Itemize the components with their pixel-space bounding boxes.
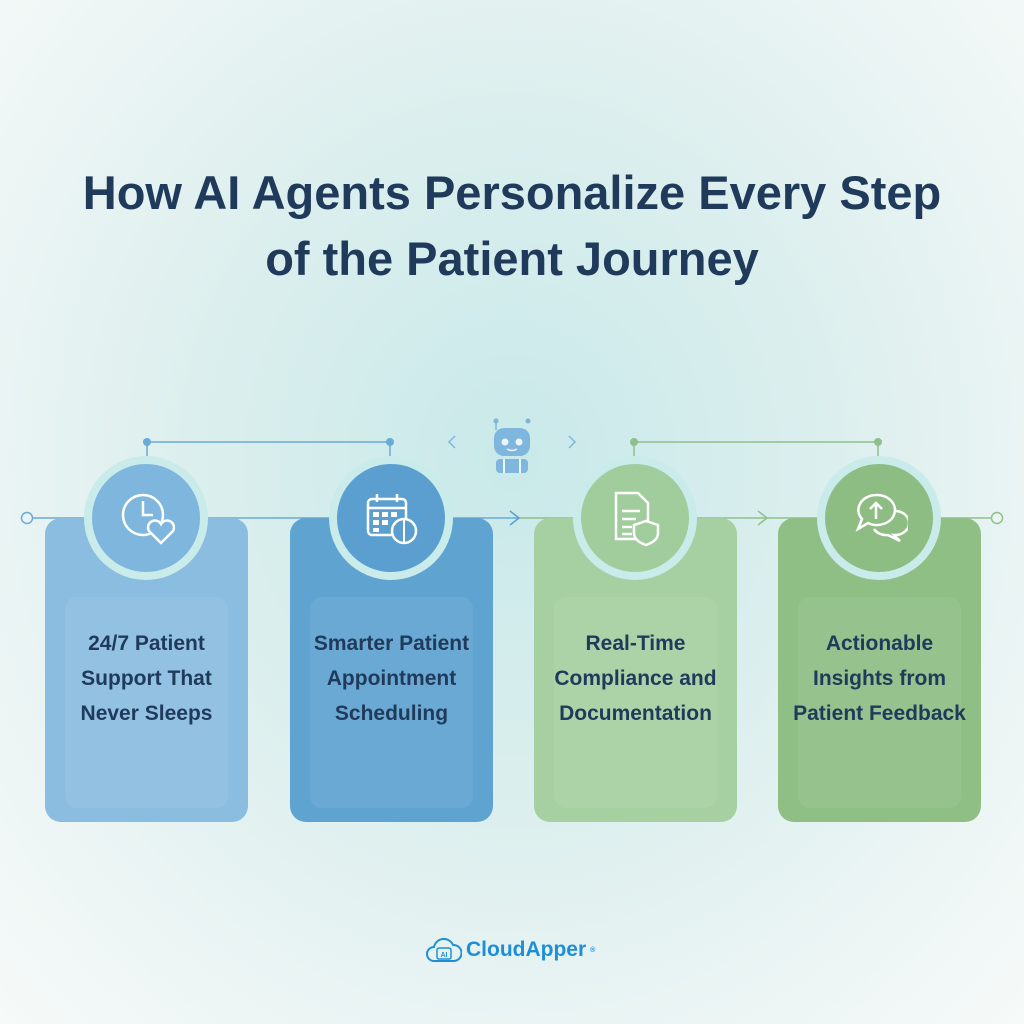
step-title-line: Scheduling bbox=[334, 702, 449, 725]
title-line-1: How AI Agents Personalize Every Step bbox=[82, 166, 942, 219]
logo-text: CloudApper bbox=[466, 938, 587, 961]
arrow-icon bbox=[757, 510, 769, 526]
cloud-ai-icon: AI bbox=[426, 937, 462, 962]
page-title: How AI Agents Personalize Every Step of … bbox=[0, 160, 1024, 292]
step-title-line: Insights from bbox=[812, 667, 946, 690]
card-inner-panel bbox=[554, 597, 717, 808]
chevron-left-icon bbox=[447, 435, 456, 449]
step-icon-circle bbox=[84, 456, 208, 580]
chevron-right-icon bbox=[568, 435, 577, 449]
step-icon-circle bbox=[573, 456, 697, 580]
step-title-line: Documentation bbox=[559, 702, 712, 725]
card-inner-panel bbox=[65, 597, 228, 808]
step-title-line: Real-Time bbox=[585, 632, 686, 655]
step-title-line: Appointment bbox=[326, 667, 457, 690]
calendar-brain-icon bbox=[366, 494, 418, 545]
step-title-line: Actionable bbox=[825, 632, 934, 655]
step-title-line: 24/7 Patient bbox=[88, 632, 205, 655]
title-line-2: of the Patient Journey bbox=[265, 232, 759, 285]
step-title-line: Support That bbox=[81, 667, 212, 690]
card-inner-panel bbox=[798, 597, 961, 808]
end-node-icon bbox=[990, 511, 1004, 525]
step-title-line: Patient Feedback bbox=[793, 702, 966, 725]
clock-heart-icon bbox=[121, 493, 175, 545]
document-shield-icon bbox=[614, 491, 660, 547]
cloudapper-logo: AI CloudApper® bbox=[426, 935, 595, 965]
step-title-line: Never Sleeps bbox=[80, 702, 213, 725]
arrow-icon bbox=[509, 510, 521, 526]
robot-icon bbox=[493, 418, 531, 473]
step-title-line: Smarter Patient bbox=[313, 632, 470, 655]
card-inner-panel bbox=[310, 597, 473, 808]
step-icon-circle bbox=[817, 456, 941, 580]
step-title-line: Compliance and bbox=[554, 667, 717, 690]
step-icon-circle bbox=[329, 456, 453, 580]
chat-bubbles-icon bbox=[855, 493, 908, 543]
svg-text:AI: AI bbox=[441, 952, 448, 959]
registered-mark: ® bbox=[590, 946, 596, 954]
start-node-icon bbox=[20, 511, 34, 525]
